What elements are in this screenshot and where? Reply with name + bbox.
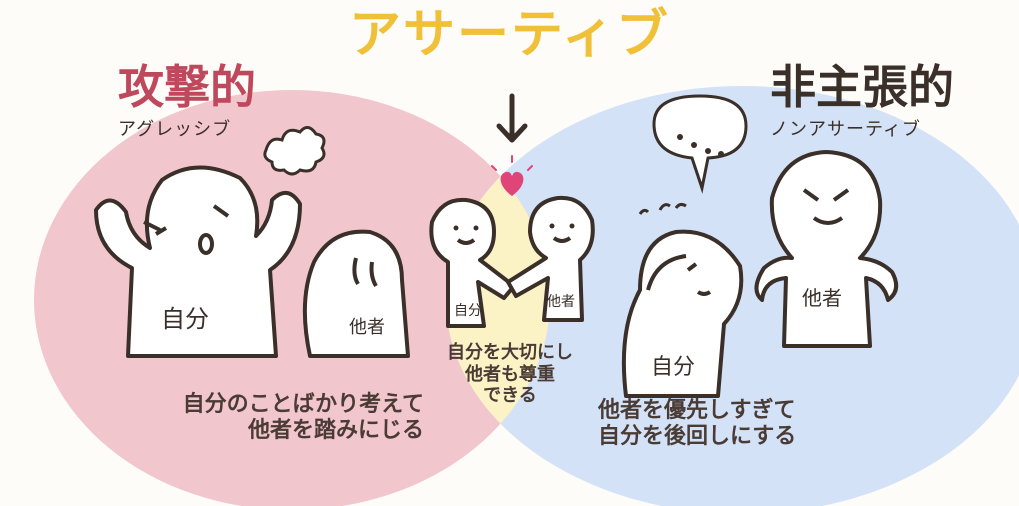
assertive-description-line: 他者も尊重 [465, 363, 555, 385]
assertive-self-figure [429, 197, 516, 328]
non-assertive-self-figure [621, 202, 744, 398]
other-body-label: 他者 [547, 294, 575, 310]
non-assertive-description-line: 自分を後回しにする [598, 424, 797, 450]
down-arrow-icon [496, 93, 528, 143]
aggressive-other-figure [302, 229, 410, 358]
assertive-description: 自分を大切にし 他者も尊重 できる [410, 342, 610, 407]
self-body-label: 自分 [454, 303, 482, 319]
aggressive-sublabel: アグレッシブ [118, 119, 232, 140]
assertive-description-line: 自分を大切にし [447, 342, 573, 363]
self-body-label: 自分 [161, 305, 209, 333]
self-body-label: 自分 [651, 355, 696, 380]
speech-bubble-icon [652, 94, 748, 194]
non-assertive-label: 非主張的 [770, 60, 954, 114]
anger-puff-icon [263, 126, 326, 176]
non-assertive-other-figure [754, 150, 899, 348]
assertive-other-figure [506, 195, 595, 322]
other-body-label: 他者 [349, 317, 385, 338]
assertive-description-line: できる [483, 385, 537, 407]
aggressive-description: 自分のことばかり考えて 他者を踏みにじる [84, 392, 424, 445]
non-assertive-description: 他者を優先しすぎて 自分を後回しにする [598, 398, 888, 451]
aggressive-self-figure [94, 165, 302, 358]
other-body-label: 他者 [802, 286, 842, 310]
heart-icon [500, 171, 524, 196]
aggressive-description-line: 自分のことばかり考えて [182, 392, 424, 417]
aggressive-description-line: 他者を踏みにじる [247, 418, 424, 444]
diagram-title: アサーティブ [349, 5, 670, 65]
aggressive-label: 攻撃的 [118, 60, 256, 114]
non-assertive-sublabel: ノンアサーティブ [770, 119, 921, 140]
non-assertive-description-line: 他者を優先しすぎて [598, 398, 796, 423]
